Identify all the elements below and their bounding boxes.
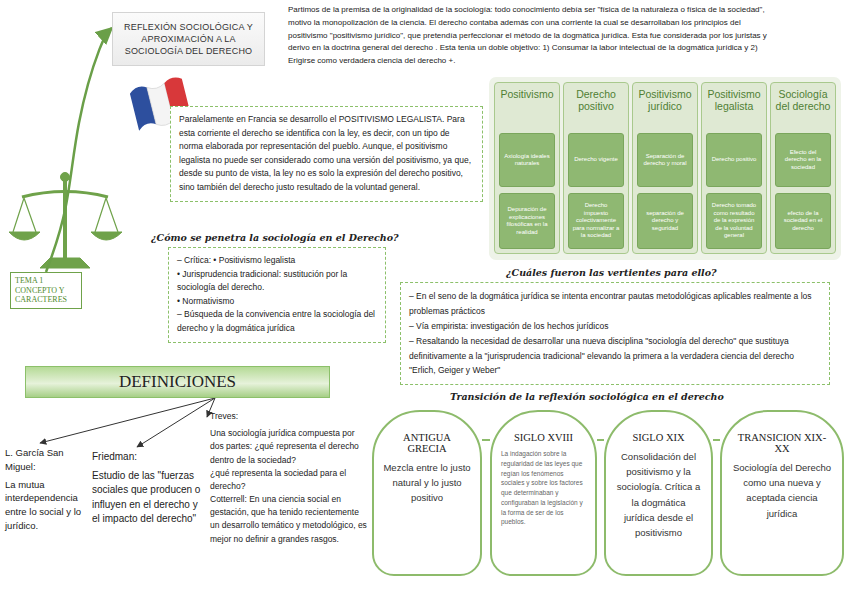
title-box: REFLEXIÓN SOCIOLÓGICA Y APROXIMACIÓN A L…	[112, 12, 265, 66]
node-heading: TRANSICION XIX-XX	[731, 432, 833, 454]
connector	[482, 439, 490, 441]
topic-box: TEMA 1 CONCEPTO Y CARACTERES	[10, 272, 82, 309]
node-text: – Búsqueda de la convivencia entre la so…	[177, 308, 377, 335]
cell-box: Derecho positivo	[706, 133, 762, 187]
list-box: ¿Cuáles fueron las vertientes para ello?…	[400, 282, 830, 385]
cell-box: Depuración de explicaciones filosóficas …	[499, 193, 555, 249]
node-text: La indagación sobre la regularidad de la…	[501, 449, 586, 527]
node-text: Derecho tomado como resultado de la expr…	[710, 202, 758, 240]
node-text: Positivismo	[495, 83, 559, 100]
section-heading: Transición de la reflexión sociológica e…	[448, 391, 726, 402]
node-text: Consolidación del positivismo y la socio…	[615, 449, 702, 540]
node-text: – Vía empirista: investigación de los he…	[409, 319, 821, 334]
node-text: TEMA 1 CONCEPTO Y CARACTERES	[15, 276, 77, 305]
node-text: La mutua interdependencia entre lo socia…	[5, 478, 87, 533]
connector	[40, 398, 215, 443]
node-text: Efecto del derecho en la sociedad	[779, 149, 827, 172]
node-heading: Treves:	[210, 410, 368, 423]
column-box: Derecho positivoDerecho vigenteDerecho i…	[563, 82, 629, 254]
node-text: Derecho vigente	[572, 156, 620, 164]
node-text: Cotterrell: En una ciencia social en ges…	[210, 493, 368, 546]
node-text: Derecho positivo	[564, 83, 628, 112]
node-text: DEFINICIONES	[31, 372, 324, 392]
node-heading: SIGLO XIX	[615, 432, 702, 443]
cell-box: Efecto del derecho en la sociedad	[775, 133, 831, 187]
node-heading: ANTIGUA GRECIA	[383, 432, 471, 454]
node-text: efecto de la sociedad en el derecho	[779, 210, 827, 233]
node-text: separación de derecho y seguridad	[641, 210, 689, 233]
node-text: Positivismo legalista	[702, 83, 766, 112]
list-box: ¿Cómo se penetra la sociología en el Der…	[168, 247, 386, 343]
cell-box: Separación de derecho y moral	[637, 133, 693, 187]
node-heading: SIGLO XVIII	[501, 432, 586, 443]
node-heading: Friedman:	[92, 450, 207, 465]
cell-box: Axiología ideales naturales	[499, 133, 555, 187]
connector	[137, 398, 215, 447]
node-text: Una sociología jurídica compuesta por do…	[210, 427, 368, 467]
note-box: Paralelamente en Francia se desarrollo e…	[170, 106, 483, 202]
definition: Friedman: Estudio de las "fuerzas sociale…	[92, 450, 207, 527]
scales-icon	[9, 173, 122, 269]
node-text: – Crítica: • Positivismo legalista	[177, 254, 377, 268]
node-heading: L. García San Miguel:	[5, 446, 87, 474]
node-text: Axiología ideales naturales	[503, 153, 551, 168]
node-text: Depuración de explicaciones filosóficas …	[503, 206, 551, 236]
column-box: PositivismoAxiología ideales naturalesDe…	[494, 82, 560, 254]
node-text: Derecho positivo	[710, 156, 758, 164]
column-box: Sociología del derechoEfecto del derecho…	[770, 82, 836, 254]
connector	[46, 28, 112, 272]
section-band: DEFINICIONES	[25, 366, 330, 398]
era-box: ANTIGUA GRECIA Mezcla entre lo justo natu…	[372, 410, 482, 576]
node-text: ¿qué representa la sociedad para el dere…	[210, 467, 368, 493]
node-text: Derecho impuesto colectivamente para nor…	[572, 202, 620, 240]
connector	[713, 439, 720, 441]
node-text: Positivismo jurídico	[633, 83, 697, 112]
cell-box: efecto de la sociedad en el derecho	[775, 193, 831, 249]
cell-box: Derecho vigente	[568, 133, 624, 187]
cell-box: Derecho impuesto colectivamente para nor…	[568, 193, 624, 249]
era-box: SIGLO XVIII La indagación sobre la regula…	[490, 410, 597, 576]
node-text: Sociología del derecho	[771, 83, 835, 112]
node-text: Paralelamente en Francia se desarrollo e…	[179, 113, 474, 195]
connector	[597, 439, 604, 441]
node-heading: ¿Cómo se penetra la sociología en el Der…	[149, 230, 401, 245]
node-text: Mezcla entre lo justo natural y lo justo…	[383, 460, 471, 506]
node-text: Estudio de las "fuerzas sociales que pro…	[92, 469, 207, 527]
era-box: TRANSICION XIX-XX Sociología del Derecho …	[720, 410, 844, 576]
intro-paragraph: Partimos de la premisa de la originalida…	[288, 4, 778, 68]
node-text: REFLEXIÓN SOCIOLÓGICA Y APROXIMACIÓN A L…	[121, 21, 256, 57]
cell-box: Derecho tomado como resultado de la expr…	[706, 193, 762, 249]
node-text: • Normativismo	[177, 295, 377, 309]
node-heading: ¿Cuáles fueron las vertientes para ello?	[504, 265, 719, 282]
definition: L. García San Miguel: La mutua interdepen…	[5, 446, 87, 533]
column-box: Positivismo legalistaDerecho positivoDer…	[701, 82, 767, 254]
era-box: SIGLO XIX Consolidación del positivismo y…	[604, 410, 713, 576]
node-text: Sociología del Derecho como una nueva y …	[731, 460, 833, 521]
node-text: Separación de derecho y moral	[641, 153, 689, 168]
node-text: • Jurisprudencia tradicional: sustitució…	[177, 268, 377, 295]
column-box: Positivismo jurídicoSeparación de derech…	[632, 82, 698, 254]
node-text: – Resaltando la necesidad de desarrollar…	[409, 334, 821, 379]
node-text: – En el seno de la dogmática jurídica se…	[409, 289, 821, 319]
definition: Treves: Una sociología jurídica compuesta…	[210, 410, 368, 546]
table-panel	[489, 77, 841, 260]
cell-box: separación de derecho y seguridad	[637, 193, 693, 249]
